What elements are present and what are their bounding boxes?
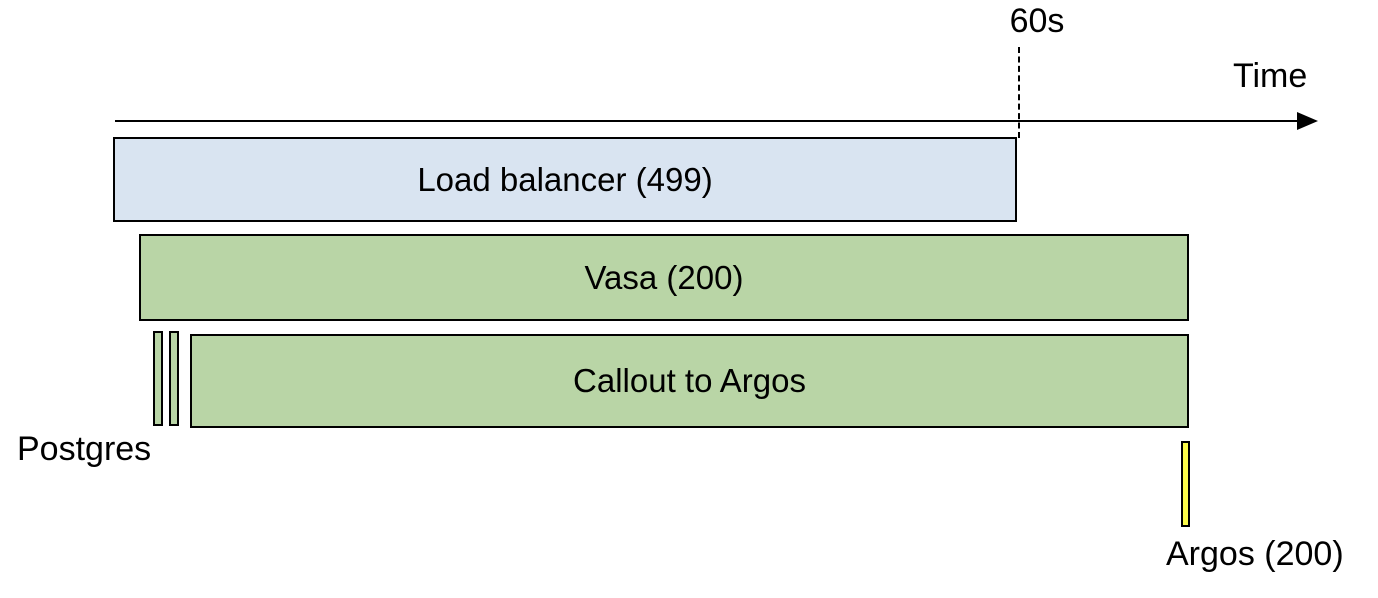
vasa-bar: Vasa (200)	[139, 234, 1189, 321]
time-axis-line	[115, 120, 1305, 122]
callout-to-argos-bar: Callout to Argos	[190, 334, 1189, 428]
time-axis-arrowhead-icon	[1297, 112, 1318, 130]
argos-response-bar	[1181, 441, 1190, 527]
postgres-label: Postgres	[17, 430, 152, 468]
time-axis-label: Time	[1233, 57, 1308, 95]
argos-label: Argos (200)	[1166, 535, 1344, 573]
postgres-query-bar-2	[169, 331, 179, 426]
timeout-dashed-line	[1018, 47, 1020, 138]
callout-to-argos-bar-label: Callout to Argos	[573, 362, 806, 399]
load-balancer-bar: Load balancer (499)	[113, 137, 1017, 222]
vasa-bar-label: Vasa (200)	[584, 258, 744, 296]
load-balancer-bar-label: Load balancer (499)	[417, 160, 713, 198]
timeout-marker-label: 60s	[1009, 2, 1065, 40]
postgres-query-bar-1	[153, 331, 163, 426]
